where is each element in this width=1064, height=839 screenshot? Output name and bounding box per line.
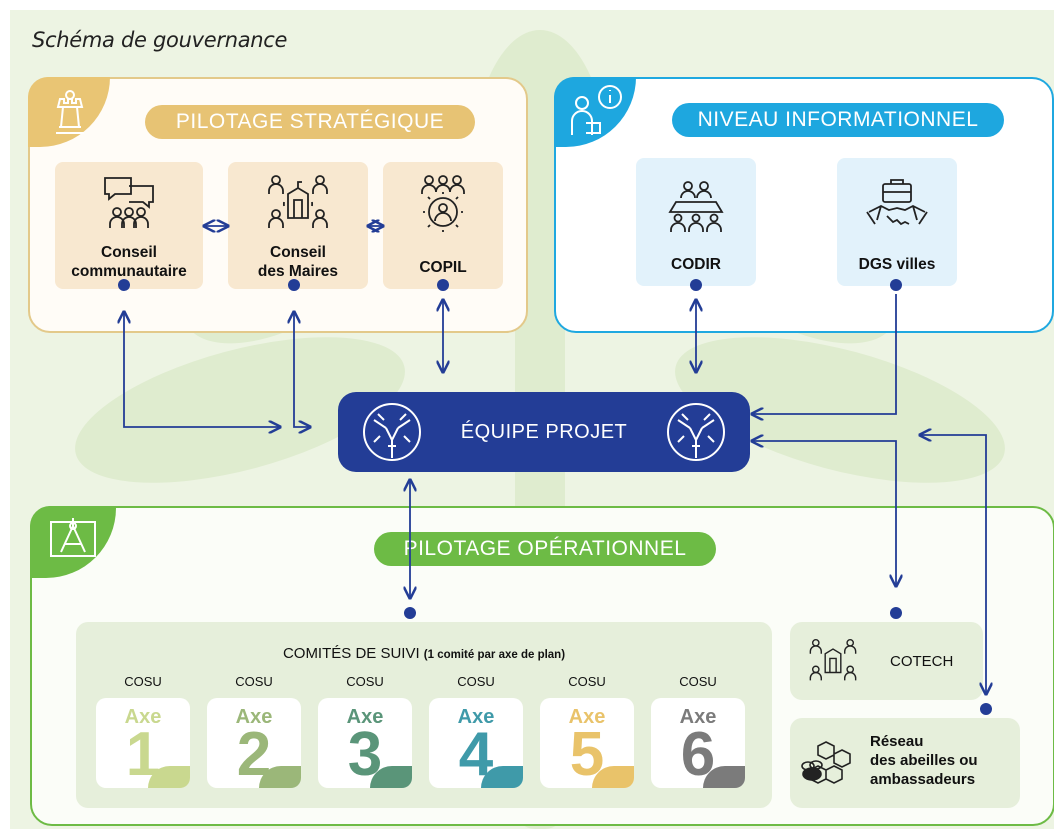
arrow-equipe-cotech	[752, 441, 896, 586]
handshake-briefcase-icon	[866, 179, 928, 226]
meeting-table-icon	[668, 181, 724, 232]
axe-word: Axe	[568, 706, 606, 728]
arrow-maires-equipe	[294, 312, 310, 427]
equipe-projet-box: ÉQUIPE PROJET	[338, 392, 750, 472]
chess-rook-icon	[56, 90, 84, 134]
bee-honeycomb-icon	[801, 741, 851, 784]
blueprint-compass-icon	[50, 518, 96, 557]
diagram-title: Schéma de gouvernance	[32, 28, 288, 52]
arrow-equipe-reseau	[920, 435, 986, 694]
hands-together-icon	[667, 403, 725, 461]
codir-label: CODIR	[671, 256, 721, 273]
team-gear-icon	[421, 175, 465, 232]
reseau-line2: des abeilles ou	[870, 752, 978, 769]
conseil-maires-line2: des Maires	[257, 263, 339, 280]
reseau-box: Réseau des abeilles ou ambassadeurs	[790, 718, 1020, 808]
strategic-title: PILOTAGE STRATÉGIQUE	[145, 105, 475, 139]
arrow-dgs-equipe	[752, 294, 897, 414]
node-dot	[690, 279, 702, 291]
reseau-line3: ambassadeurs	[870, 771, 976, 788]
axe-word: Axe	[346, 706, 384, 728]
dgs-villes-label: DGS villes	[858, 256, 936, 273]
axe-word: Axe	[124, 706, 162, 728]
reseau-label: Réseau des abeilles ou ambassadeurs	[870, 732, 978, 789]
dgs-villes-card: DGS villes	[837, 158, 957, 286]
operational-title: PILOTAGE OPÉRATIONNEL	[374, 532, 716, 566]
node-dot	[980, 703, 992, 715]
node-dot	[288, 279, 300, 291]
arrow-communautaire-equipe	[124, 312, 280, 427]
codir-card: CODIR	[636, 158, 756, 286]
conseil-maires-card: Conseil des Maires	[228, 162, 368, 289]
leaf-accent	[703, 766, 745, 788]
city-hall-people-icon	[809, 638, 857, 681]
equipe-projet-label: ÉQUIPE PROJET	[460, 421, 628, 443]
cosu-label: COSU	[457, 674, 495, 689]
node-dot	[437, 279, 449, 291]
axe-word: Axe	[457, 706, 495, 728]
presenter-info-icon	[571, 85, 622, 135]
node-dot	[118, 279, 130, 291]
axe-word: Axe	[679, 706, 717, 728]
city-hall-people-icon	[268, 175, 328, 228]
suivi-title-note: (1 comité par axe de plan)	[423, 649, 566, 661]
comites-de-suivi-title: COMITÉS DE SUIVI (1 comité par axe de pl…	[76, 645, 772, 662]
suivi-title-text: COMITÉS DE SUIVI	[282, 645, 420, 662]
conseil-maires-line1: Conseil	[270, 244, 326, 261]
conseil-communautaire-line2: communautaire	[71, 263, 187, 280]
conseil-communautaire-card: Conseil communautaire	[55, 162, 203, 289]
leaf-accent	[370, 766, 412, 788]
informational-title: NIVEAU INFORMATIONNEL	[672, 103, 1004, 137]
copil-label: COPIL	[419, 259, 467, 276]
cosu-label: COSU	[679, 674, 717, 689]
cosu-label: COSU	[346, 674, 384, 689]
leaf-accent	[481, 766, 523, 788]
leaf-accent	[148, 766, 190, 788]
cosu-label: COSU	[124, 674, 162, 689]
leaf-accent	[259, 766, 301, 788]
leaf-accent	[592, 766, 634, 788]
diagram-canvas: Schéma de gouvernance PILOTAGE STRATÉGIQ…	[10, 10, 1054, 829]
cosu-label: COSU	[568, 674, 606, 689]
reseau-line1: Réseau	[870, 733, 924, 750]
node-dot	[890, 279, 902, 291]
discussion-group-icon	[104, 177, 154, 228]
cosu-label: COSU	[235, 674, 273, 689]
copil-card: COPIL	[383, 162, 503, 289]
informational-corner	[554, 77, 636, 147]
comites-de-suivi-box: COMITÉS DE SUIVI (1 comité par axe de pl…	[76, 622, 772, 808]
conseil-communautaire-line1: Conseil	[101, 244, 157, 261]
connectors-layer	[10, 10, 1054, 715]
node-dot	[404, 607, 416, 619]
node-dot	[890, 607, 902, 619]
axe-word: Axe	[235, 706, 273, 728]
hands-together-icon	[363, 403, 421, 461]
